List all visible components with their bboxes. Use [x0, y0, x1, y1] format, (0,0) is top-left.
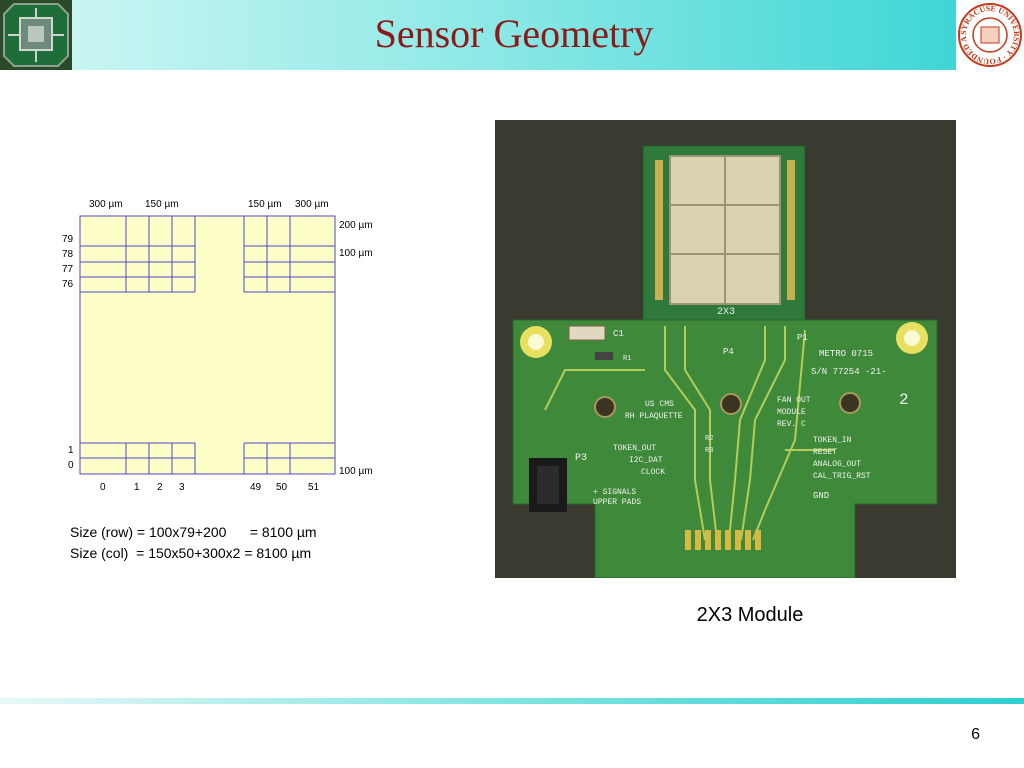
board-label: RH PLAQUETTE [625, 412, 683, 421]
photo-caption: 2X3 Module [696, 604, 804, 626]
board-label: MODULE [777, 408, 806, 417]
board-label: FAN OUT [777, 396, 811, 405]
board-label: CLOCK [641, 468, 665, 477]
col-index-label: 51 [308, 482, 320, 493]
board-label: METRO 0715 [819, 349, 873, 359]
col-index-label: 2 [157, 482, 163, 493]
row-index-label: 79 [62, 234, 74, 245]
board-label: P1 [797, 333, 808, 343]
row-index-label: 76 [62, 279, 74, 290]
col-dim-label: 300 µm [89, 199, 123, 210]
row-index-label: 1 [68, 445, 74, 456]
size-col-formula: Size (col) = 150x50+300x2 = 8100 µm [70, 545, 312, 561]
board-label: 2 [899, 391, 909, 409]
col-dim-label: 150 µm [248, 199, 282, 210]
title-bar: Sensor Geometry [72, 0, 956, 70]
row-index-label: 0 [68, 460, 74, 471]
board-label: TOKEN_IN [813, 436, 852, 445]
col-dim-label: 150 µm [145, 199, 179, 210]
row-dim-label: 100 µm [339, 248, 373, 259]
col-index-label: 50 [276, 482, 288, 493]
chip-logo [0, 0, 72, 70]
university-seal-logo: SYRACUSE UNIVERSITY · FOUNDED AD 1870 [953, 0, 1024, 70]
slide-title: Sensor Geometry [374, 11, 654, 56]
board-label: C1 [613, 329, 624, 339]
module-photo: 2X3 C1 [495, 120, 956, 579]
sensor-area [79, 215, 336, 475]
board-label: ANALOG_OUT [813, 460, 861, 469]
board-label: R1 [623, 355, 631, 363]
col-dim-label: 300 µm [295, 199, 329, 210]
size-row-formula: Size (row) = 100x79+200 = 8100 µm [70, 524, 317, 540]
board-label: R2 [705, 435, 713, 443]
board-label: + SIGNALS [593, 488, 636, 497]
bottom-pixel-grid [80, 442, 335, 474]
board-label: I2C_DAT [629, 456, 663, 465]
row-dim-label: 200 µm [339, 220, 373, 231]
col-index-label: 49 [250, 482, 262, 493]
board-label: RESET [813, 448, 837, 457]
board-label: REV. C [777, 420, 806, 429]
board-label: P4 [723, 347, 734, 357]
row-index-label: 77 [62, 264, 74, 275]
board-label: UPPER PADS [593, 498, 641, 507]
bottom-band [0, 698, 1024, 704]
board-label: P3 [575, 453, 587, 464]
board-label: 2X3 [717, 307, 735, 318]
col-index-label: 1 [134, 482, 140, 493]
board-label: CAL_TRIG_RST [813, 472, 871, 481]
board-label: S/N 77254 -21- [811, 367, 887, 377]
board-label: TOKEN_OUT [613, 444, 656, 453]
board-label: US CMS [645, 400, 674, 409]
row-index-label: 78 [62, 249, 74, 260]
col-index-label: 0 [100, 482, 106, 493]
page-number: 6 [971, 726, 980, 743]
top-pixel-grid [80, 216, 335, 293]
row-dim-label: 100 µm [339, 466, 373, 477]
board-label: R3 [705, 447, 713, 455]
board-label: GND [813, 491, 829, 501]
col-index-label: 3 [179, 482, 185, 493]
